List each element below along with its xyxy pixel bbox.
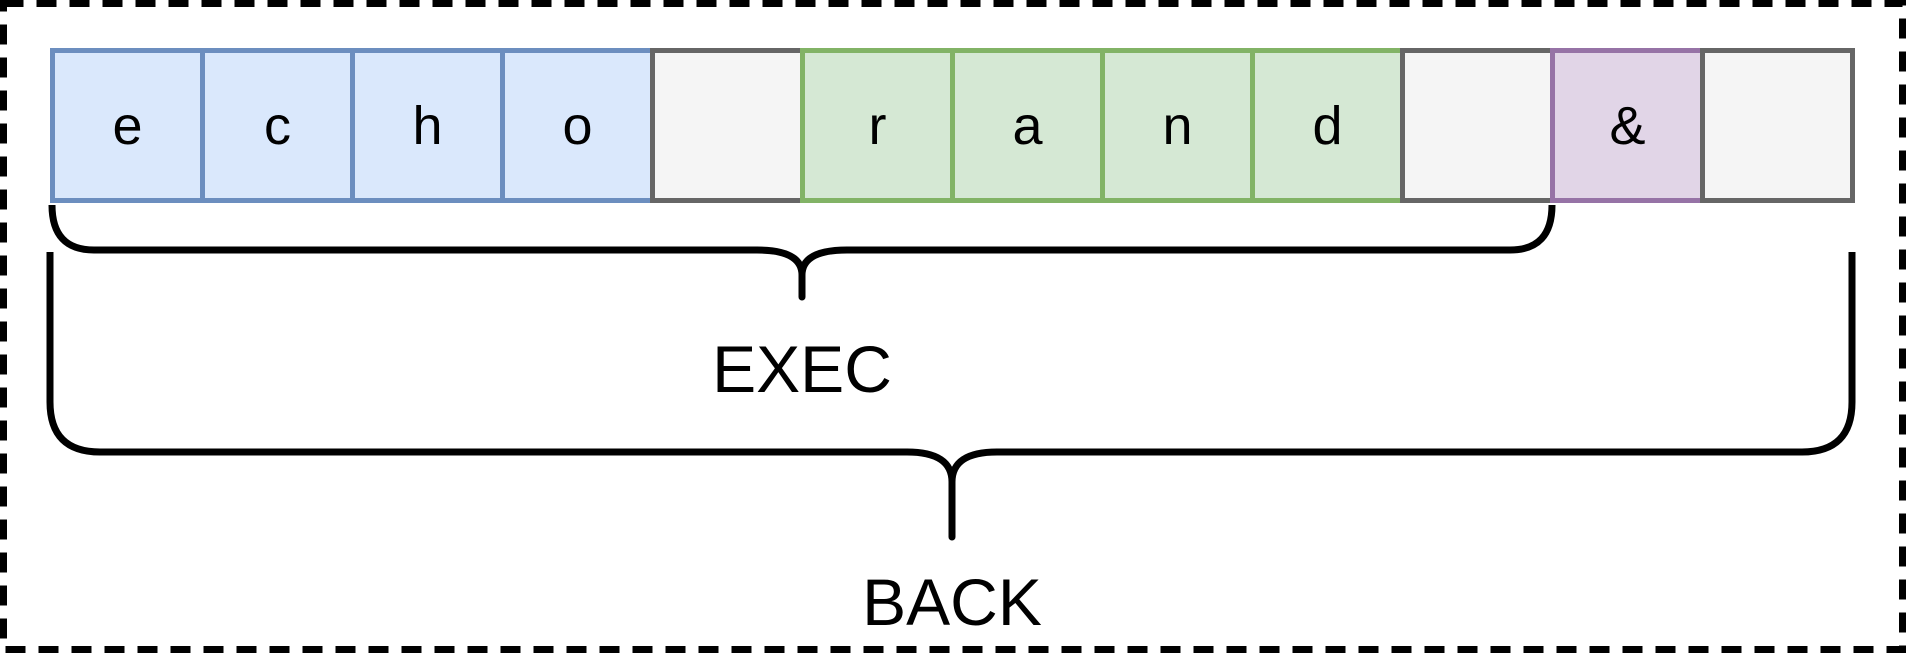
cell-char-r: r xyxy=(800,48,955,203)
cell-char-text: & xyxy=(1609,95,1646,156)
back-label: BACK xyxy=(862,565,1042,639)
cell-char-a: a xyxy=(950,48,1105,203)
exec-brace xyxy=(48,204,1556,301)
cell-char-n: n xyxy=(1100,48,1255,203)
cell-char-h: h xyxy=(350,48,505,203)
cell-empty xyxy=(650,48,805,203)
cell-empty xyxy=(1700,48,1855,203)
cell-char-text: n xyxy=(1162,95,1193,156)
cell-empty xyxy=(1400,48,1555,203)
cell-char-text: e xyxy=(112,95,143,156)
cell-char-e: e xyxy=(50,48,205,203)
cell-char-text: o xyxy=(562,95,593,156)
exec-label: EXEC xyxy=(712,332,892,406)
cell-char-o: o xyxy=(500,48,655,203)
cell-char-d: d xyxy=(1250,48,1405,203)
cell-char-text: c xyxy=(264,95,291,156)
cell-char-text: h xyxy=(412,95,443,156)
cell-char-&: & xyxy=(1550,48,1705,203)
cell-char-text: r xyxy=(868,95,887,156)
cell-char-c: c xyxy=(200,48,355,203)
cell-char-text: a xyxy=(1012,95,1043,156)
cell-char-text: d xyxy=(1312,95,1343,156)
